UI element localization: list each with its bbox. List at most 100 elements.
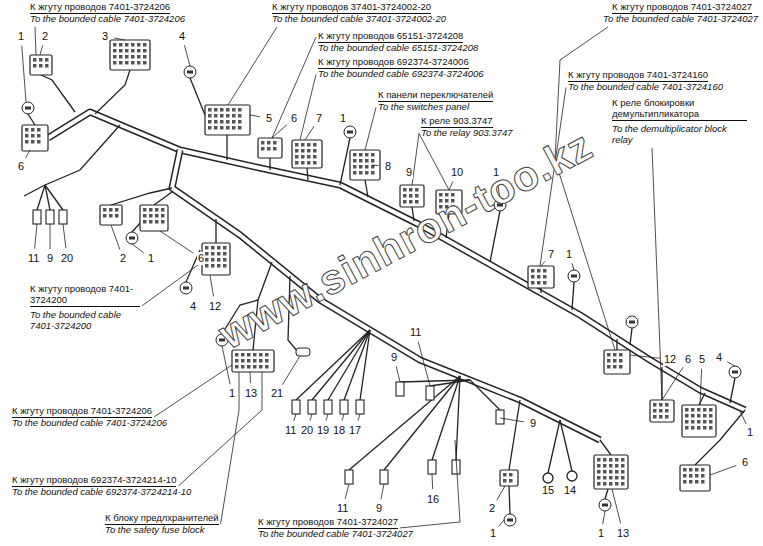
cable-label-english: To the bounded cable 7401-3724206	[12, 418, 167, 429]
callout-number: 4	[715, 351, 723, 364]
connector-pin	[31, 134, 35, 138]
connector-pin	[208, 120, 212, 124]
leader-line	[26, 150, 30, 158]
terminal-blade	[602, 504, 608, 507]
connector-pin	[665, 409, 669, 413]
connector-block	[205, 105, 250, 135]
connector-pin	[119, 49, 123, 53]
connector-pin	[607, 365, 611, 369]
cable-label-english: To the safety fuse block	[105, 525, 204, 536]
connector-block	[350, 150, 380, 180]
cable-label: К жгуту проводов 692374-3724006	[318, 57, 469, 69]
connector-pin	[119, 61, 123, 65]
leader-line	[250, 372, 252, 383]
connector-pin	[503, 479, 507, 483]
connector-pin	[695, 480, 699, 484]
leader-line	[250, 115, 260, 117]
connector-pin	[537, 281, 541, 285]
cable-label: К жгуту проводов 7401-3724206	[30, 2, 170, 14]
connector-pin	[247, 353, 251, 357]
terminal-tip	[568, 270, 580, 282]
connector-pin	[223, 252, 227, 256]
connector-pin	[543, 269, 547, 273]
connector-housing	[110, 40, 150, 70]
connector-pin	[295, 149, 299, 153]
connector-pin	[683, 480, 687, 484]
leader-line	[35, 224, 37, 249]
cable-label: К жгуту проводов 7401-3724160	[568, 70, 708, 82]
connector-pin	[683, 474, 687, 478]
connector-pin	[597, 470, 601, 474]
connector-pin	[409, 200, 413, 204]
wire	[226, 135, 227, 160]
cable-label: К жгуту проводов 7401-3724027	[258, 517, 398, 529]
connector-block	[604, 350, 630, 374]
leader-line	[282, 356, 300, 385]
callout-number: 11	[336, 502, 349, 515]
connector-pin	[615, 470, 619, 474]
wire	[215, 219, 216, 243]
wire	[540, 288, 541, 293]
cable-label-english: To the bounded cable 37401-3724002-20	[272, 14, 446, 25]
connector-pin	[137, 43, 141, 47]
connector-pin	[208, 126, 212, 130]
wire	[548, 420, 560, 473]
cable-label: К жгуту проводов 692374-3724214-10	[12, 475, 176, 487]
callout-number: 8	[384, 160, 392, 173]
callout-number: 2	[119, 252, 127, 265]
leader-line	[372, 165, 379, 167]
connector-pin	[131, 43, 135, 47]
connector-housing	[205, 105, 250, 135]
connector-pin	[603, 470, 607, 474]
leader-line	[432, 474, 434, 489]
terminal-tip	[126, 232, 138, 244]
wire	[154, 192, 172, 205]
connector-pin	[691, 414, 695, 418]
connector-pin	[25, 140, 29, 144]
connector-pin	[409, 188, 413, 192]
connector-pin	[295, 155, 299, 159]
connector-pin	[143, 220, 147, 224]
connector-housing	[528, 266, 554, 288]
connector-pin	[703, 426, 707, 430]
callout-number: 9	[46, 252, 54, 265]
leader-line	[630, 355, 660, 358]
cable-label-english: To the bounded cable 7401-3724206	[30, 14, 185, 25]
connector-pin	[619, 359, 623, 363]
connector-pin	[217, 246, 221, 250]
connector-pin	[37, 128, 41, 132]
connector-pin	[371, 171, 375, 175]
connector-pin	[259, 353, 263, 357]
connector-pin	[543, 275, 547, 279]
connector-pin	[161, 214, 165, 218]
connector-pin	[253, 353, 257, 357]
callout-number: 2	[41, 30, 49, 43]
connector-housing	[202, 243, 230, 275]
terminal-tip	[729, 366, 741, 378]
wire	[730, 378, 735, 403]
connector-pin	[307, 149, 311, 153]
connector-pin	[205, 246, 209, 250]
leader-line	[310, 414, 312, 421]
wire	[296, 330, 370, 400]
connector-pin	[247, 359, 251, 363]
terminal-tip	[599, 499, 611, 511]
connector-pin	[709, 414, 713, 418]
leader-line	[305, 126, 314, 140]
callout-number: 16	[426, 493, 440, 506]
callout-number: 20	[60, 252, 74, 265]
connector-block	[292, 140, 322, 168]
callout-number: 1	[597, 527, 605, 540]
connector-housing	[100, 205, 122, 225]
connector-pin	[621, 458, 625, 462]
cable-label-english: To the bounded cable 7401-3724027	[258, 529, 413, 540]
wire	[349, 376, 460, 470]
callout-number: 1	[147, 252, 155, 265]
connector-housing	[22, 125, 48, 151]
connector-pin	[689, 480, 693, 484]
connector-pin	[143, 214, 147, 218]
connector-pin	[214, 120, 218, 124]
connector-pin	[33, 58, 37, 62]
connector-pin	[307, 155, 311, 159]
connector-pin	[403, 194, 407, 198]
